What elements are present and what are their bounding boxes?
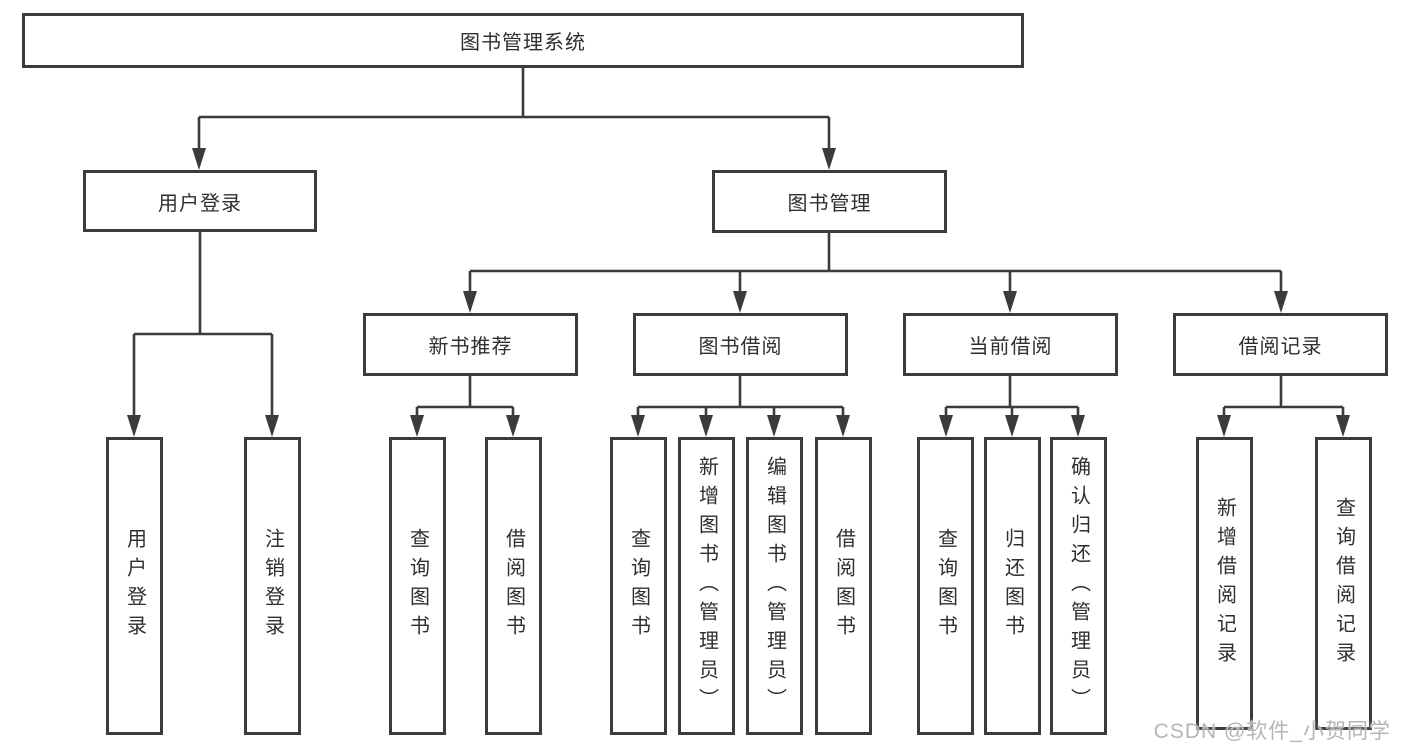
node-user-login: 用户登录 bbox=[83, 170, 317, 232]
leaf-bb-query-books: 查询图书 bbox=[610, 437, 667, 735]
node-new-book-recommend: 新书推荐 bbox=[363, 313, 578, 376]
leaf-nbr-borrow-books: 借阅图书 bbox=[485, 437, 542, 735]
node-current-borrowing: 当前借阅 bbox=[903, 313, 1118, 376]
leaf-br-query-borrow-record: 查询借阅记录 bbox=[1315, 437, 1372, 730]
leaf-logout: 注销登录 bbox=[244, 437, 301, 735]
leaf-bb-borrow-books: 借阅图书 bbox=[815, 437, 872, 735]
watermark: CSDN @软件_小贺同学 bbox=[1153, 720, 1391, 743]
node-borrowing-records: 借阅记录 bbox=[1173, 313, 1388, 376]
node-book-borrowing: 图书借阅 bbox=[633, 313, 848, 376]
leaf-cb-return-books: 归还图书 bbox=[984, 437, 1041, 735]
leaf-cb-query-books: 查询图书 bbox=[917, 437, 974, 735]
leaf-br-add-borrow-record: 新增借阅记录 bbox=[1196, 437, 1253, 730]
leaf-bb-edit-books-admin: 编辑图书（管理员） bbox=[746, 437, 803, 735]
node-root: 图书管理系统 bbox=[22, 13, 1024, 68]
leaf-user-login: 用户登录 bbox=[106, 437, 163, 735]
leaf-nbr-query-books: 查询图书 bbox=[389, 437, 446, 735]
leaf-cb-confirm-return-admin: 确认归还（管理员） bbox=[1050, 437, 1107, 735]
leaf-bb-add-books-admin: 新增图书（管理员） bbox=[678, 437, 735, 735]
node-book-management: 图书管理 bbox=[712, 170, 947, 233]
